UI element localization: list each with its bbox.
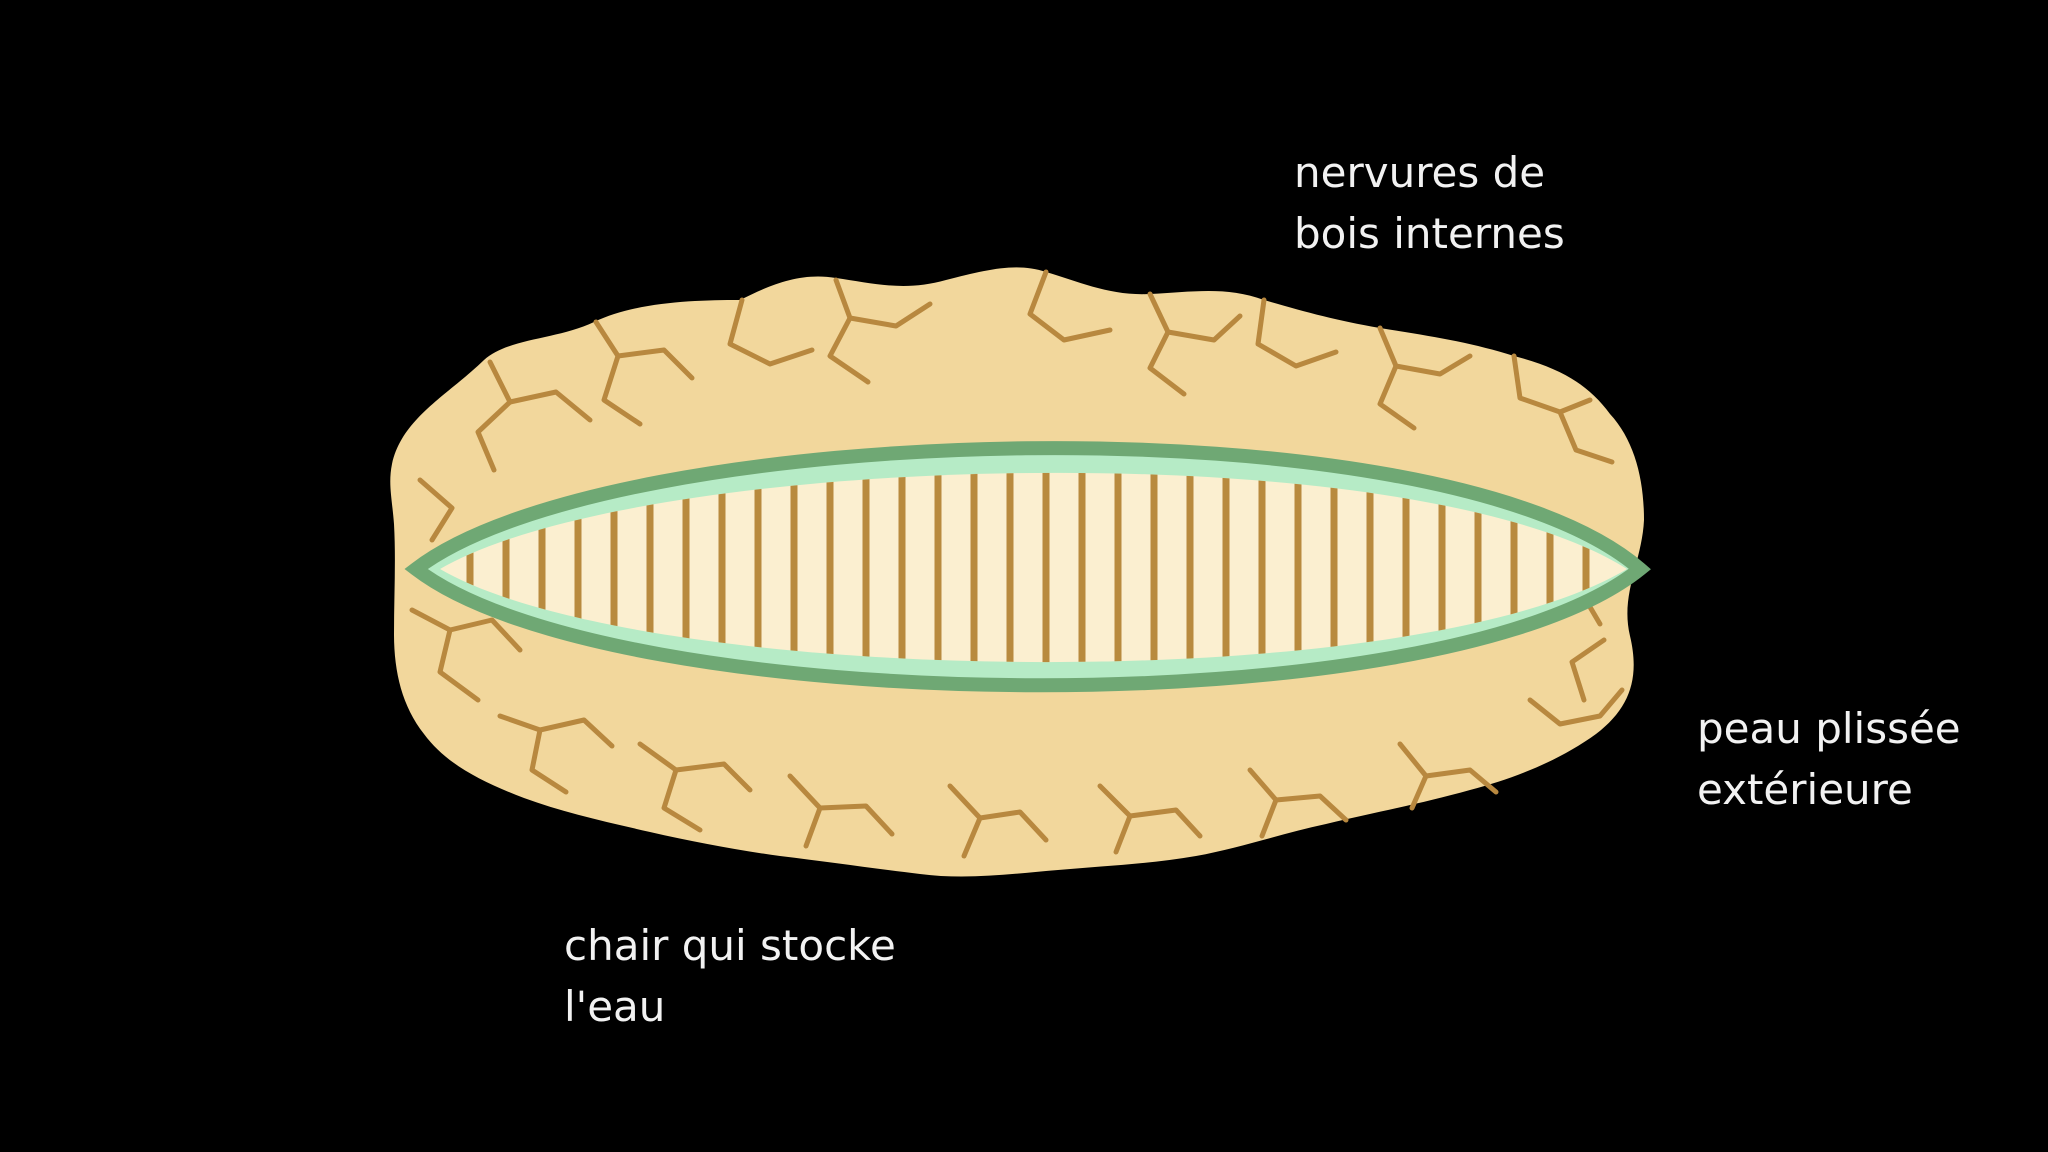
- label-outer-wrinkled-skin: peau plissée extérieure: [1697, 698, 1961, 820]
- label-internal-wood-veins: nervures de bois internes: [1294, 142, 1565, 264]
- skin-cracks: [409, 269, 1625, 859]
- label-line: bois internes: [1294, 209, 1565, 258]
- label-water-storing-flesh: chair qui stocke l'eau: [564, 915, 896, 1037]
- label-line: nervures de: [1294, 148, 1546, 197]
- label-line: extérieure: [1697, 765, 1913, 814]
- label-line: chair qui stocke: [564, 921, 896, 970]
- label-line: peau plissée: [1697, 704, 1961, 753]
- inner-core: [440, 472, 1627, 663]
- label-line: l'eau: [564, 982, 666, 1031]
